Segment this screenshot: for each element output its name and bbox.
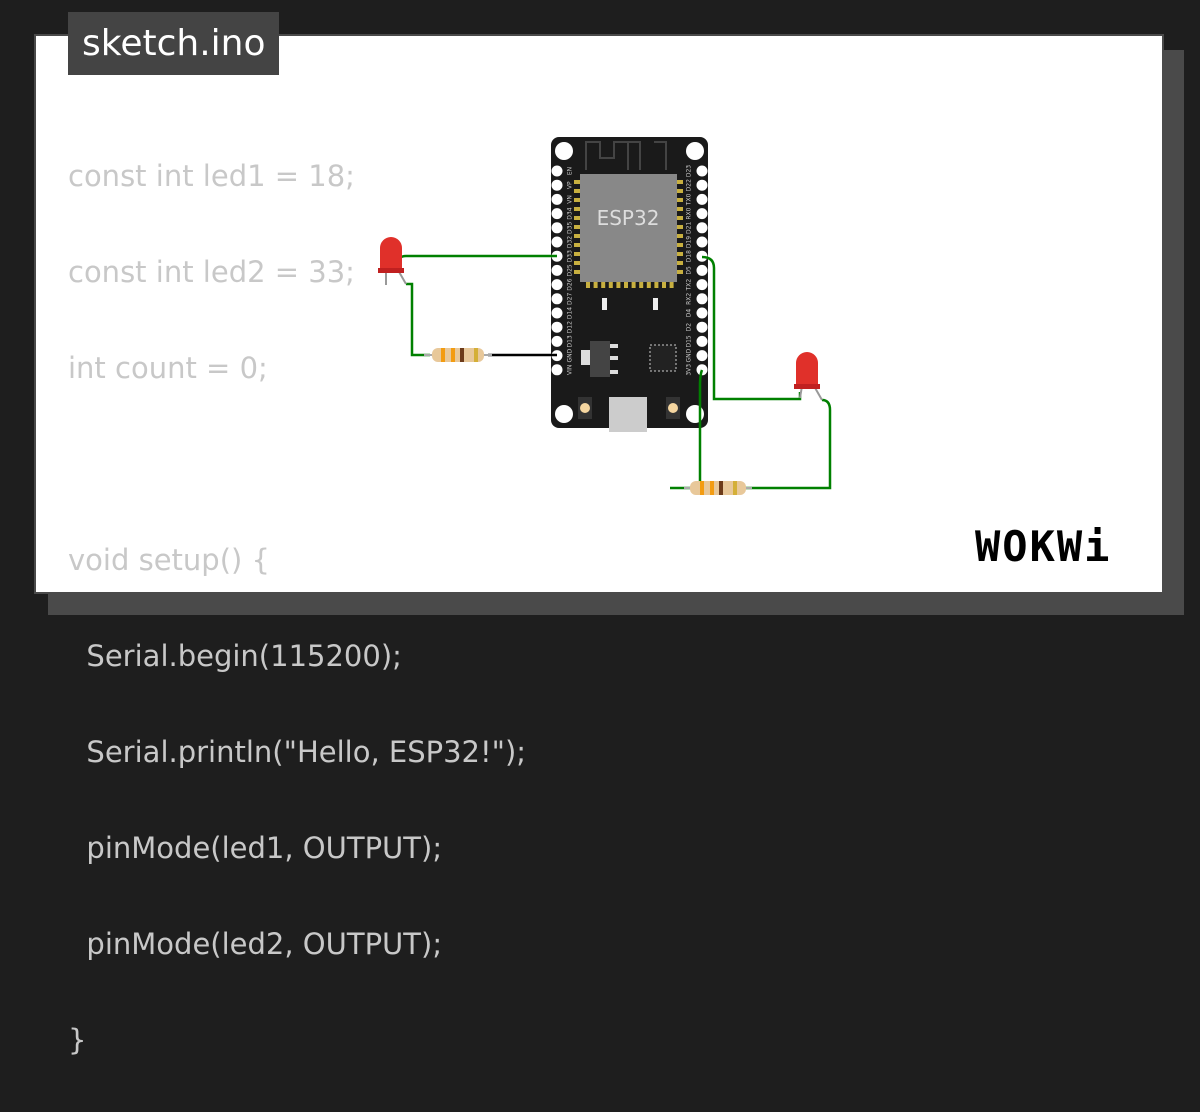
pin-label: VP — [567, 181, 574, 189]
wokwi-logo: WOKWi — [975, 522, 1112, 571]
pin-vn[interactable] — [551, 193, 563, 205]
pin-d32[interactable] — [551, 236, 563, 248]
code-line: const int led2 = 33; — [68, 255, 355, 289]
resistor-1[interactable] — [424, 348, 492, 362]
esp32-chip — [580, 174, 677, 282]
pin-label: RX2 — [686, 293, 693, 305]
pin-d15[interactable] — [696, 335, 708, 347]
code-line: int count = 0; — [68, 351, 268, 385]
pin-d5[interactable] — [696, 264, 708, 276]
pin-label: D33 — [567, 250, 574, 262]
pin-label: D22 — [686, 179, 693, 191]
pin-tx0[interactable] — [696, 193, 708, 205]
pin-label: EN — [567, 167, 574, 175]
pin-label: D12 — [567, 321, 574, 333]
wire-3v3 — [670, 369, 704, 490]
pin-label: D5 — [686, 266, 693, 275]
pin-d12[interactable] — [551, 321, 563, 333]
pin-d21[interactable] — [696, 222, 708, 234]
pin-d13[interactable] — [551, 335, 563, 347]
pin-vin[interactable] — [551, 364, 563, 376]
pin-label: 3V3 — [686, 364, 693, 376]
led-1[interactable] — [378, 237, 407, 285]
pin-d19[interactable] — [696, 236, 708, 248]
pin-label: TX2 — [686, 279, 693, 292]
pin-d22[interactable] — [696, 179, 708, 191]
pin-label: GND — [567, 348, 574, 362]
wire-d33 — [399, 254, 557, 259]
pin-label: D13 — [567, 335, 574, 347]
pin-rx2[interactable] — [696, 293, 708, 305]
pin-rx0[interactable] — [696, 208, 708, 220]
wire-d18 — [701, 255, 802, 401]
resistor-2[interactable] — [684, 481, 752, 495]
pin-d2[interactable] — [696, 321, 708, 333]
pin-label: D18 — [686, 250, 693, 262]
pin-label: D34 — [567, 207, 574, 219]
pin-d26[interactable] — [551, 279, 563, 291]
pin-label: RX0 — [686, 207, 693, 219]
pin-d14[interactable] — [551, 307, 563, 319]
pin-label: D35 — [567, 221, 574, 233]
pin-d34[interactable] — [551, 208, 563, 220]
pin-d27[interactable] — [551, 293, 563, 305]
pin-label: D26 — [567, 278, 574, 290]
pin-d25[interactable] — [551, 264, 563, 276]
code-line: void setup() { — [68, 543, 270, 577]
pin-label: D32 — [567, 236, 574, 248]
circuit-diagram: ESP32 ENVPVND34D35D32D33D25D26D27D14D12D… — [378, 137, 832, 495]
esp32-board[interactable]: ESP32 ENVPVND34D35D32D33D25D26D27D14D12D… — [551, 137, 708, 432]
pin-label: GND — [686, 348, 693, 362]
wire-led1-resistor — [406, 282, 430, 357]
code-line: pinMode(led1, OUTPUT); — [68, 831, 443, 865]
code-line: const int led1 = 18; — [68, 159, 355, 193]
sketch-title: sketch.ino — [68, 12, 280, 75]
pin-label: VN — [567, 195, 574, 204]
pin-label: D19 — [686, 236, 693, 248]
code-line: pinMode(led2, OUTPUT); — [68, 927, 443, 961]
pin-d4[interactable] — [696, 307, 708, 319]
code-line: Serial.println("Hello, ESP32!"); — [68, 735, 527, 769]
usb-port — [609, 397, 647, 432]
pin-label: D27 — [567, 292, 574, 304]
code-line: } — [68, 1023, 87, 1057]
pin-label: VIN — [567, 365, 574, 375]
chip-label: ESP32 — [597, 206, 660, 230]
pin-label: D2 — [686, 323, 693, 332]
pin-label: D23 — [686, 165, 693, 177]
antenna-trace — [585, 141, 667, 170]
pin-gnd[interactable] — [696, 350, 708, 362]
pin-d23[interactable] — [696, 165, 708, 177]
pin-label: D4 — [686, 309, 693, 318]
pin-d35[interactable] — [551, 222, 563, 234]
pin-3v3[interactable] — [696, 364, 708, 376]
code-line: Serial.begin(115200); — [68, 639, 402, 673]
pin-label: D15 — [686, 335, 693, 347]
pin-en[interactable] — [551, 165, 563, 177]
led-2[interactable] — [794, 352, 823, 401]
pin-label: D14 — [567, 307, 574, 319]
pin-vp[interactable] — [551, 179, 563, 191]
pin-label: D25 — [567, 264, 574, 276]
wire-led2-resistor — [745, 398, 832, 490]
pin-label: D21 — [686, 221, 693, 233]
pin-tx2[interactable] — [696, 279, 708, 291]
pin-label: TX0 — [686, 193, 693, 206]
